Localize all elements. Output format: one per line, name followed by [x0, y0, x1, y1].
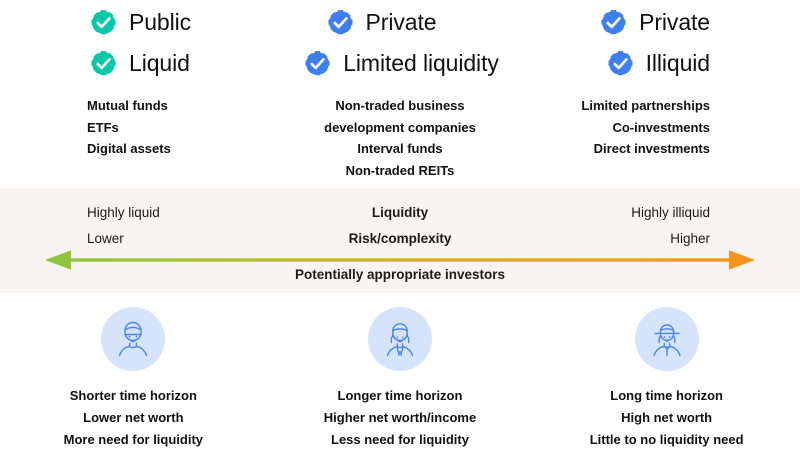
list-item: Co-investments — [612, 119, 710, 135]
woman-avatar-icon — [386, 323, 414, 357]
badge-label: Private — [365, 8, 437, 35]
young-man-avatar-icon — [119, 321, 148, 357]
list-item: ETFs — [87, 119, 119, 135]
profile-line: Little to no liquidity need — [589, 432, 744, 447]
badge-label: Liquid — [129, 49, 190, 76]
badge-limited-liquidity: Limited liquidity — [267, 45, 533, 81]
profile-line: More need for liquidity — [63, 432, 204, 447]
cog-check-icon — [91, 9, 116, 34]
badge-label: Limited liquidity — [343, 49, 499, 76]
investor-profile-3: Long time horizon High net worth Little … — [533, 293, 800, 453]
badge-private: Private — [267, 4, 533, 40]
column-private-limited-liquidity: Private Limited liquidity Non-traded bus… — [267, 0, 533, 188]
list-item: Non-traded business development companie… — [324, 98, 476, 135]
band-left-label-bottom: Lower — [87, 231, 124, 246]
badge-label: Public — [129, 8, 192, 35]
badge-label: Illiquid — [645, 49, 711, 76]
investor-profile-2: Longer time horizon Higher net worth/inc… — [267, 293, 534, 453]
asset-item-list: Mutual funds ETFs Digital assets — [87, 95, 267, 160]
list-item: Digital assets — [87, 141, 171, 156]
profile-line: Higher net worth/income — [323, 410, 477, 425]
profile-line: Longer time horizon — [337, 388, 463, 403]
profile-line: Shorter time horizon — [69, 388, 197, 403]
avatar — [367, 307, 432, 371]
band-left-label-top: Highly liquid — [87, 205, 160, 220]
investor-profile-1: Shorter time horizon Lower net worth Mor… — [0, 293, 267, 453]
band-bottom-caption: Potentially appropriate investors — [294, 267, 506, 282]
list-item: Interval funds — [357, 141, 443, 156]
column-public-liquid: Public Liquid Mutual funds ETFs Digital … — [0, 0, 267, 188]
list-item: Limited partnerships — [581, 98, 710, 113]
cog-check-icon — [305, 50, 330, 75]
investor-profile-columns: Shorter time horizon Lower net worth Mor… — [0, 293, 800, 453]
band-center-label-bottom: Risk/complexity — [348, 231, 452, 246]
column-private-illiquid: Private Illiquid Limited partnerships Co… — [533, 0, 800, 188]
list-item: Direct investments — [593, 141, 710, 156]
liquidity-spectrum-band: Highly liquid Lower Liquidity Risk/compl… — [0, 188, 800, 293]
investor-profile-text: Long time horizon High net worth Little … — [590, 385, 744, 451]
cog-check-icon — [328, 9, 353, 34]
person-with-hat-avatar-icon — [652, 324, 681, 357]
profile-line: Long time horizon — [610, 388, 723, 403]
profile-line: High net worth — [621, 410, 713, 425]
cog-check-icon — [608, 50, 633, 75]
badge-private: Private — [533, 4, 710, 40]
spectrum-arrow-icon — [45, 250, 755, 270]
profile-line: Lower net worth — [83, 410, 184, 425]
asset-category-columns: Public Liquid Mutual funds ETFs Digital … — [0, 0, 800, 188]
asset-item-list: Limited partnerships Co-investments Dire… — [533, 95, 710, 160]
badge-public: Public — [87, 4, 267, 40]
investor-profile-text: Longer time horizon Higher net worth/inc… — [324, 385, 476, 451]
band-right-label-top: Highly illiquid — [631, 205, 710, 220]
band-right-label-bottom: Higher — [670, 231, 710, 246]
badge-illiquid: Illiquid — [533, 45, 710, 81]
cog-check-icon — [91, 50, 116, 75]
list-item: Mutual funds — [87, 98, 168, 113]
badge-label: Private — [639, 8, 710, 35]
list-item: Non-traded REITs — [345, 162, 455, 178]
bidirectional-spectrum-arrow — [45, 248, 755, 272]
avatar — [634, 307, 699, 371]
cog-check-icon — [601, 9, 626, 34]
avatar — [101, 307, 166, 371]
band-center-label-top: Liquidity — [371, 205, 429, 220]
asset-item-list: Non-traded business development companie… — [267, 95, 533, 181]
profile-line: Less need for liquidity — [331, 432, 469, 447]
investor-profile-text: Shorter time horizon Lower net worth Mor… — [64, 385, 203, 451]
badge-liquid: Liquid — [87, 45, 267, 81]
